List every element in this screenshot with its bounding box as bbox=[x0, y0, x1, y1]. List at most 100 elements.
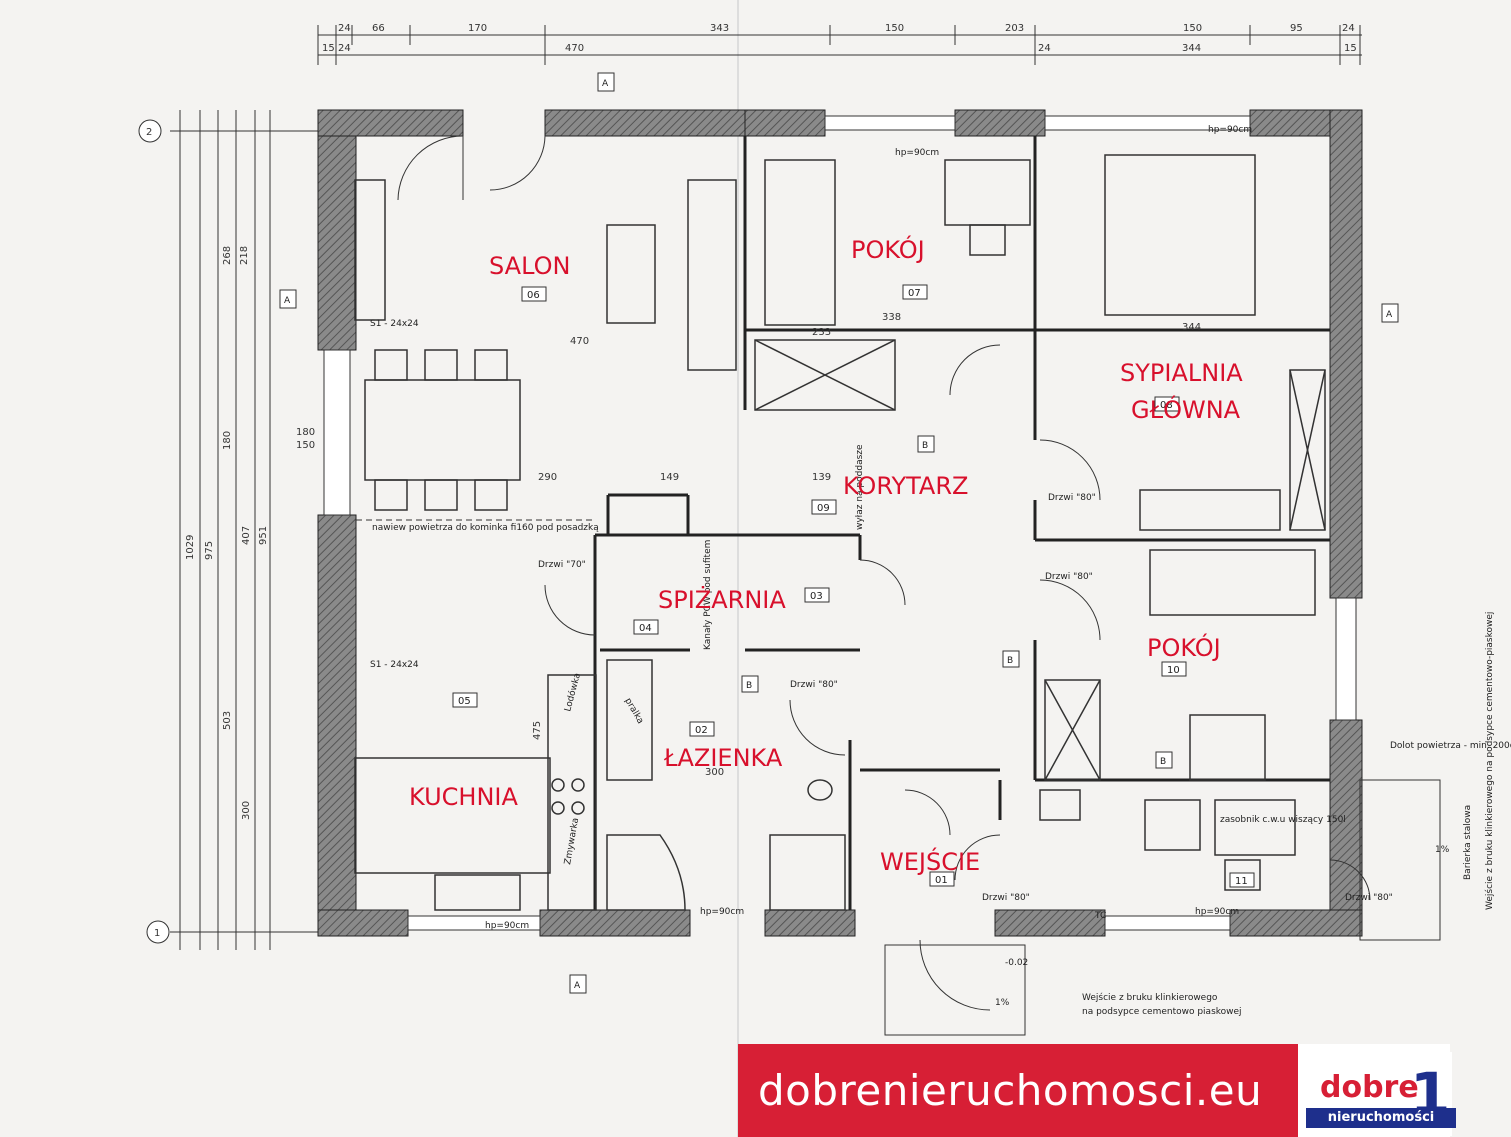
room-label-sypialnia: SYPIALNIA bbox=[1120, 359, 1243, 387]
room-number: 08 bbox=[1160, 400, 1173, 411]
annotation-hp: hp=90cm bbox=[1208, 125, 1252, 135]
dim-label: 475 bbox=[532, 721, 543, 740]
svg-text:B: B bbox=[1160, 757, 1166, 767]
outer-walls bbox=[317, 109, 1363, 937]
svg-text:A: A bbox=[284, 296, 291, 306]
section-marker: A bbox=[597, 72, 615, 92]
room-number: 03 bbox=[810, 591, 823, 602]
section-marker: A bbox=[279, 289, 297, 309]
axis-marker-1: 1 bbox=[146, 920, 170, 944]
boiler-furniture bbox=[1039, 789, 1296, 891]
section-marker: B bbox=[741, 675, 759, 693]
svg-text:2: 2 bbox=[146, 127, 152, 138]
room-number-tags: 06 07 08 09 03 04 05 10 02 01 11 bbox=[452, 284, 1255, 888]
dim-label: 180 bbox=[222, 431, 233, 450]
dim-label: 300 bbox=[241, 801, 252, 820]
annotation-hatch: wyłaz na poddasze bbox=[855, 444, 865, 530]
annotation-nawiew: nawiew powietrza do kominka fi160 pod po… bbox=[372, 523, 599, 533]
svg-text:B: B bbox=[746, 681, 752, 691]
dim-label: 170 bbox=[468, 23, 487, 34]
room-labels: SALON POKÓJ SYPIALNIA GŁÓWNA KORYTARZ SP… bbox=[409, 234, 1243, 876]
pokoj2-furniture bbox=[1044, 549, 1316, 781]
inner-walls bbox=[593, 136, 1330, 910]
annotation-fridge: Lodówka bbox=[562, 672, 583, 713]
dim-label: 15 bbox=[1344, 43, 1357, 54]
dim-label: 218 bbox=[239, 246, 250, 265]
svg-text:B: B bbox=[922, 441, 928, 451]
dim-label: 343 bbox=[710, 23, 729, 34]
dim-label: 180 bbox=[296, 427, 315, 438]
room-label-kuchnia: KUCHNIA bbox=[409, 783, 518, 811]
annotation-entrance: Wejście z bruku klinkierowego bbox=[1082, 992, 1218, 1003]
annotation-level: -0.02 bbox=[1005, 958, 1028, 968]
room-number: 09 bbox=[817, 503, 830, 514]
annotation-barierka: Barierka stalowa bbox=[1463, 805, 1473, 880]
dim-label: 470 bbox=[565, 43, 584, 54]
dim-label: 24 bbox=[1038, 43, 1051, 54]
logo-word: dobre bbox=[1320, 1070, 1419, 1105]
room-label-glowna: GŁÓWNA bbox=[1131, 394, 1241, 424]
svg-text:1: 1 bbox=[154, 928, 160, 939]
annotation-ducts: Kanały PCW pod sufitem bbox=[703, 540, 713, 650]
room-number: 06 bbox=[527, 290, 540, 301]
annotation-entrance: na podsypce cementowo piaskowej bbox=[1082, 1007, 1242, 1017]
room-label-pokoj: POKÓJ bbox=[1147, 632, 1221, 662]
dim-label: 300 bbox=[705, 767, 724, 778]
left-dimensions bbox=[170, 110, 330, 950]
dim-label: 290 bbox=[538, 472, 557, 483]
annotation-washer: pralka bbox=[622, 697, 645, 726]
bathroom-furniture bbox=[606, 659, 846, 911]
kitchen-furniture bbox=[354, 674, 597, 911]
room-label-spizarnia: SPIŻARNIA bbox=[658, 585, 786, 614]
dim-label: 150 bbox=[296, 440, 315, 451]
annotation-door: Drzwi "70" bbox=[538, 560, 586, 570]
dim-label: 503 bbox=[222, 711, 233, 730]
salon-furniture bbox=[354, 179, 737, 511]
annotation-door: Drzwi "80" bbox=[1045, 572, 1093, 582]
dim-label: 470 bbox=[570, 336, 589, 347]
annotation-slope: 1% bbox=[995, 998, 1010, 1008]
annotation-door: Drzwi "80" bbox=[982, 893, 1030, 903]
dim-label: 975 bbox=[204, 541, 215, 560]
dim-label: 233 bbox=[812, 327, 831, 338]
dim-label: 24 bbox=[1342, 23, 1355, 34]
room-label-wejscie: WEJŚCIE bbox=[880, 846, 980, 876]
dim-label: 15 bbox=[322, 43, 335, 54]
annotation-slope: 1% bbox=[1435, 845, 1450, 855]
dim-label: 338 bbox=[882, 312, 901, 323]
dim-label: 150 bbox=[885, 23, 904, 34]
watermark-site: dobrenieruchomosci.eu bbox=[758, 1066, 1263, 1115]
annotation-door: Drzwi "80" bbox=[1048, 493, 1096, 503]
dim-label: 1029 bbox=[185, 535, 196, 560]
dim-label: 268 bbox=[222, 246, 233, 265]
doors bbox=[397, 135, 1371, 1011]
section-marker: B bbox=[1002, 650, 1020, 668]
agency-logo: dobre 1 nieruchomości bbox=[1298, 1044, 1456, 1137]
room-number: 11 bbox=[1235, 876, 1248, 887]
room-number: 05 bbox=[458, 696, 471, 707]
room-number: 04 bbox=[639, 623, 652, 634]
svg-text:A: A bbox=[602, 79, 609, 89]
dim-label: 66 bbox=[372, 23, 385, 34]
annotation-s1: S1 - 24x24 bbox=[370, 660, 419, 670]
logo-box: dobre 1 nieruchomości bbox=[1304, 1052, 1456, 1136]
section-marker: A bbox=[569, 974, 587, 994]
svg-text:A: A bbox=[1386, 310, 1393, 320]
top-dim-labels: 24 66 170 343 150 203 150 95 24 15 24 47… bbox=[322, 23, 1357, 54]
dim-label: 344 bbox=[1182, 322, 1201, 333]
dim-label: 951 bbox=[258, 526, 269, 545]
annotation-dolot: Dolot powietrza - min. 200cm bbox=[1390, 741, 1511, 751]
annotation-door: Drzwi "80" bbox=[790, 680, 838, 690]
svg-text:B: B bbox=[1007, 656, 1013, 666]
svg-text:A: A bbox=[574, 981, 581, 991]
dim-label: 24 bbox=[338, 23, 351, 34]
pokoj1-furniture bbox=[754, 159, 1031, 411]
entrance-steps bbox=[884, 779, 1441, 1036]
left-dim-labels: 1029 975 407 951 268 218 180 503 300 475 bbox=[185, 246, 543, 820]
room-number: 10 bbox=[1167, 665, 1180, 676]
annotation-zasobnik: zasobnik c.w.u wiszący 150l bbox=[1220, 815, 1346, 825]
room-label-pokoj: POKÓJ bbox=[851, 234, 925, 264]
annotation-hp: hp=90cm bbox=[895, 148, 939, 158]
